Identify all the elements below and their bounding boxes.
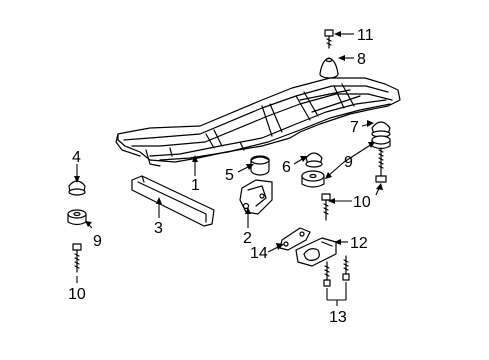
- callout-9-right: 9: [344, 154, 353, 171]
- callout-11: 11: [357, 27, 374, 44]
- mount-stack-left: [67, 180, 87, 273]
- callout-10-right: 10: [353, 194, 371, 211]
- tow-hook-part-12: [295, 237, 337, 267]
- bolts-part-13: [323, 255, 350, 287]
- cushion-9-right: [301, 170, 325, 188]
- callout-13: 13: [329, 309, 347, 326]
- callout-4: 4: [72, 149, 81, 166]
- callout-3: 3: [154, 220, 163, 237]
- mount-stack-right: [371, 121, 391, 183]
- frame-assembly: [115, 77, 401, 167]
- callout-labels: 1 2 3 4 5 6 7 8 9 9 10 10 11 12 13 14: [68, 27, 374, 326]
- callout-2: 2: [243, 230, 252, 247]
- callout-5: 5: [225, 167, 234, 184]
- callout-7: 7: [350, 119, 359, 136]
- crossmember-part: [131, 175, 215, 227]
- callout-6: 6: [282, 159, 291, 176]
- callout-1: 1: [191, 177, 200, 194]
- callout-14: 14: [250, 245, 268, 262]
- callout-10-left: 10: [68, 286, 86, 303]
- bolt-10-center: [321, 193, 331, 221]
- callout-12: 12: [350, 235, 368, 252]
- body-mount-5: [250, 155, 270, 176]
- mount-stack-top: [319, 29, 339, 79]
- body-mount-6: [305, 152, 323, 168]
- mount-bracket-part: [239, 179, 273, 215]
- callout-9-left: 9: [93, 233, 102, 250]
- callout-8: 8: [357, 51, 366, 68]
- callout-leaders: [74, 31, 383, 306]
